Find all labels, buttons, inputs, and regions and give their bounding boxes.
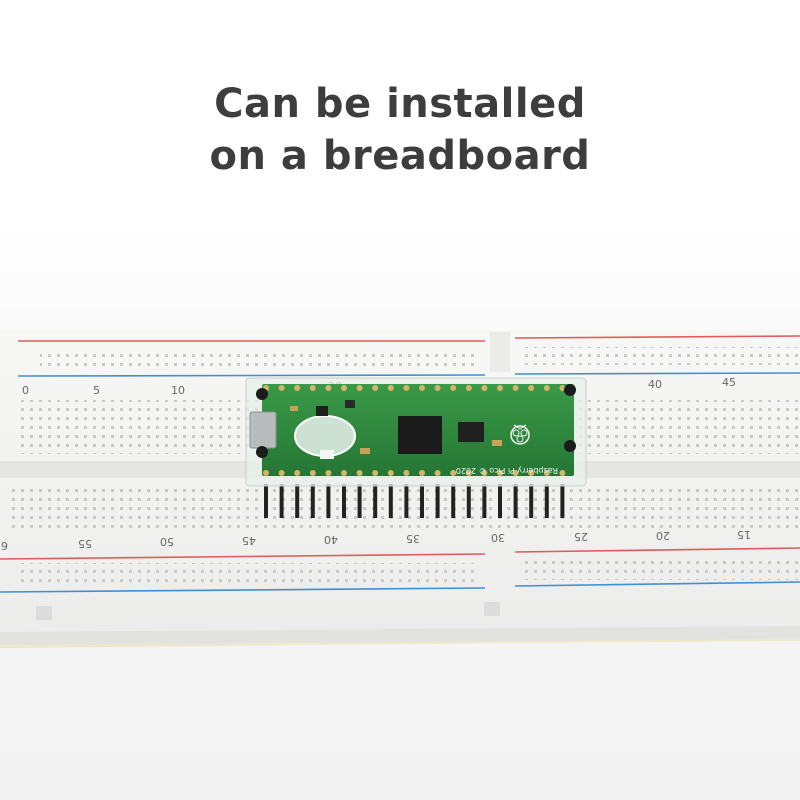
- castellation-pad: [403, 385, 410, 391]
- castellation-pad: [341, 385, 347, 391]
- castellation-pad: [543, 470, 550, 476]
- castellation-pad: [356, 385, 363, 391]
- header-pin: [310, 484, 315, 518]
- header-pin: [451, 484, 456, 518]
- castellation-pad: [481, 470, 488, 476]
- bootsel-button: [320, 450, 334, 459]
- castellation-pad: [403, 470, 410, 476]
- castellation-pad: [528, 470, 535, 476]
- headline-line-2: on a breadboard: [209, 133, 591, 179]
- castellations: [263, 385, 566, 476]
- header-pin: [482, 484, 487, 518]
- headline-line-1: Can be installed: [214, 81, 586, 127]
- castellation-pad: [372, 385, 379, 391]
- header-pin: [373, 484, 378, 518]
- breadboard-number: 50: [160, 535, 174, 548]
- usb-connector: [249, 411, 277, 449]
- castellation-pad: [263, 470, 269, 476]
- header-pin: [342, 484, 346, 518]
- breadboard-number: 40: [648, 378, 662, 391]
- header-pin: [264, 484, 268, 518]
- castellation-pad: [512, 470, 519, 476]
- castellation-pad: [465, 470, 472, 476]
- header-pin: [544, 484, 549, 518]
- castellation-pad: [278, 470, 285, 476]
- castellation-pad: [294, 385, 301, 391]
- header-pin: [279, 484, 284, 518]
- castellation-pad: [497, 385, 503, 391]
- screw: [564, 384, 576, 396]
- silkscreen-text: Raspberry Pi Pico © 2020: [456, 466, 558, 475]
- header-pin: [326, 484, 331, 518]
- breadboard-number: 55: [78, 537, 92, 550]
- breadboard-number: 30: [491, 531, 505, 544]
- rail-blue-top: [17, 374, 486, 377]
- castellation-pad: [387, 470, 394, 476]
- breadboard-number: 6: [1, 539, 8, 552]
- flash-chip: [458, 422, 484, 442]
- castellation-pad: [497, 470, 503, 476]
- breadboard-number: 45: [242, 534, 256, 547]
- castellation-pad: [450, 385, 457, 391]
- rail-blue-bottom: [0, 587, 486, 593]
- header-pins: [264, 484, 565, 518]
- header-pin: [295, 484, 300, 518]
- castellation-pad: [559, 470, 566, 476]
- breadboard-number: 40: [324, 533, 338, 546]
- rail-red-bottom: [0, 553, 486, 560]
- header-pin: [466, 484, 471, 518]
- castellation-pad: [481, 385, 488, 391]
- breadboard-number: 25: [574, 530, 588, 543]
- castellation-pad: [559, 385, 566, 391]
- castellation-pad: [278, 385, 285, 391]
- header-pin: [529, 484, 534, 518]
- header-pin: [498, 484, 502, 518]
- raspberry-logo: [510, 424, 530, 445]
- header-pin: [513, 484, 518, 518]
- castellation-pad: [309, 470, 316, 476]
- castellation-pad: [294, 470, 301, 476]
- breadboard-number: 0: [22, 384, 29, 397]
- breadboard-number: 15: [737, 528, 751, 541]
- castellation-pad: [372, 470, 379, 476]
- castellation-pad: [325, 470, 332, 476]
- breadboard-number: 35: [406, 532, 420, 545]
- castellation-pad: [419, 385, 425, 391]
- headline: Can be installed on a breadboard: [0, 78, 800, 182]
- breadboard-number: 5: [93, 384, 100, 397]
- breadboard-number: 10: [171, 384, 185, 397]
- header-pin: [404, 484, 409, 518]
- screw: [564, 440, 576, 452]
- header-pin: [435, 484, 440, 518]
- header-pin: [357, 484, 362, 518]
- castellation-pad: [356, 470, 363, 476]
- header-pin: [560, 484, 565, 518]
- castellation-pad: [387, 385, 394, 391]
- header-pin: [420, 484, 424, 518]
- castellation-pad: [528, 385, 535, 391]
- castellation-pad: [341, 470, 347, 476]
- rp2040-chip: [398, 416, 442, 454]
- castellation-pad: [434, 470, 441, 476]
- castellation-pad: [325, 385, 332, 391]
- castellation-pad: [512, 385, 519, 391]
- castellation-pad: [419, 470, 425, 476]
- header-pin: [388, 484, 393, 518]
- castellation-pad: [450, 470, 457, 476]
- castellation-pad: [543, 385, 550, 391]
- screw: [256, 446, 268, 458]
- castellation-pad: [434, 385, 441, 391]
- screw: [256, 388, 268, 400]
- castellation-pad: [465, 385, 472, 391]
- castellation-pad: [309, 385, 316, 391]
- breadboard-number: 20: [656, 529, 670, 542]
- breadboard-number: 45: [722, 376, 736, 389]
- pico-board: Raspberry Pi Pico © 2020: [245, 377, 587, 518]
